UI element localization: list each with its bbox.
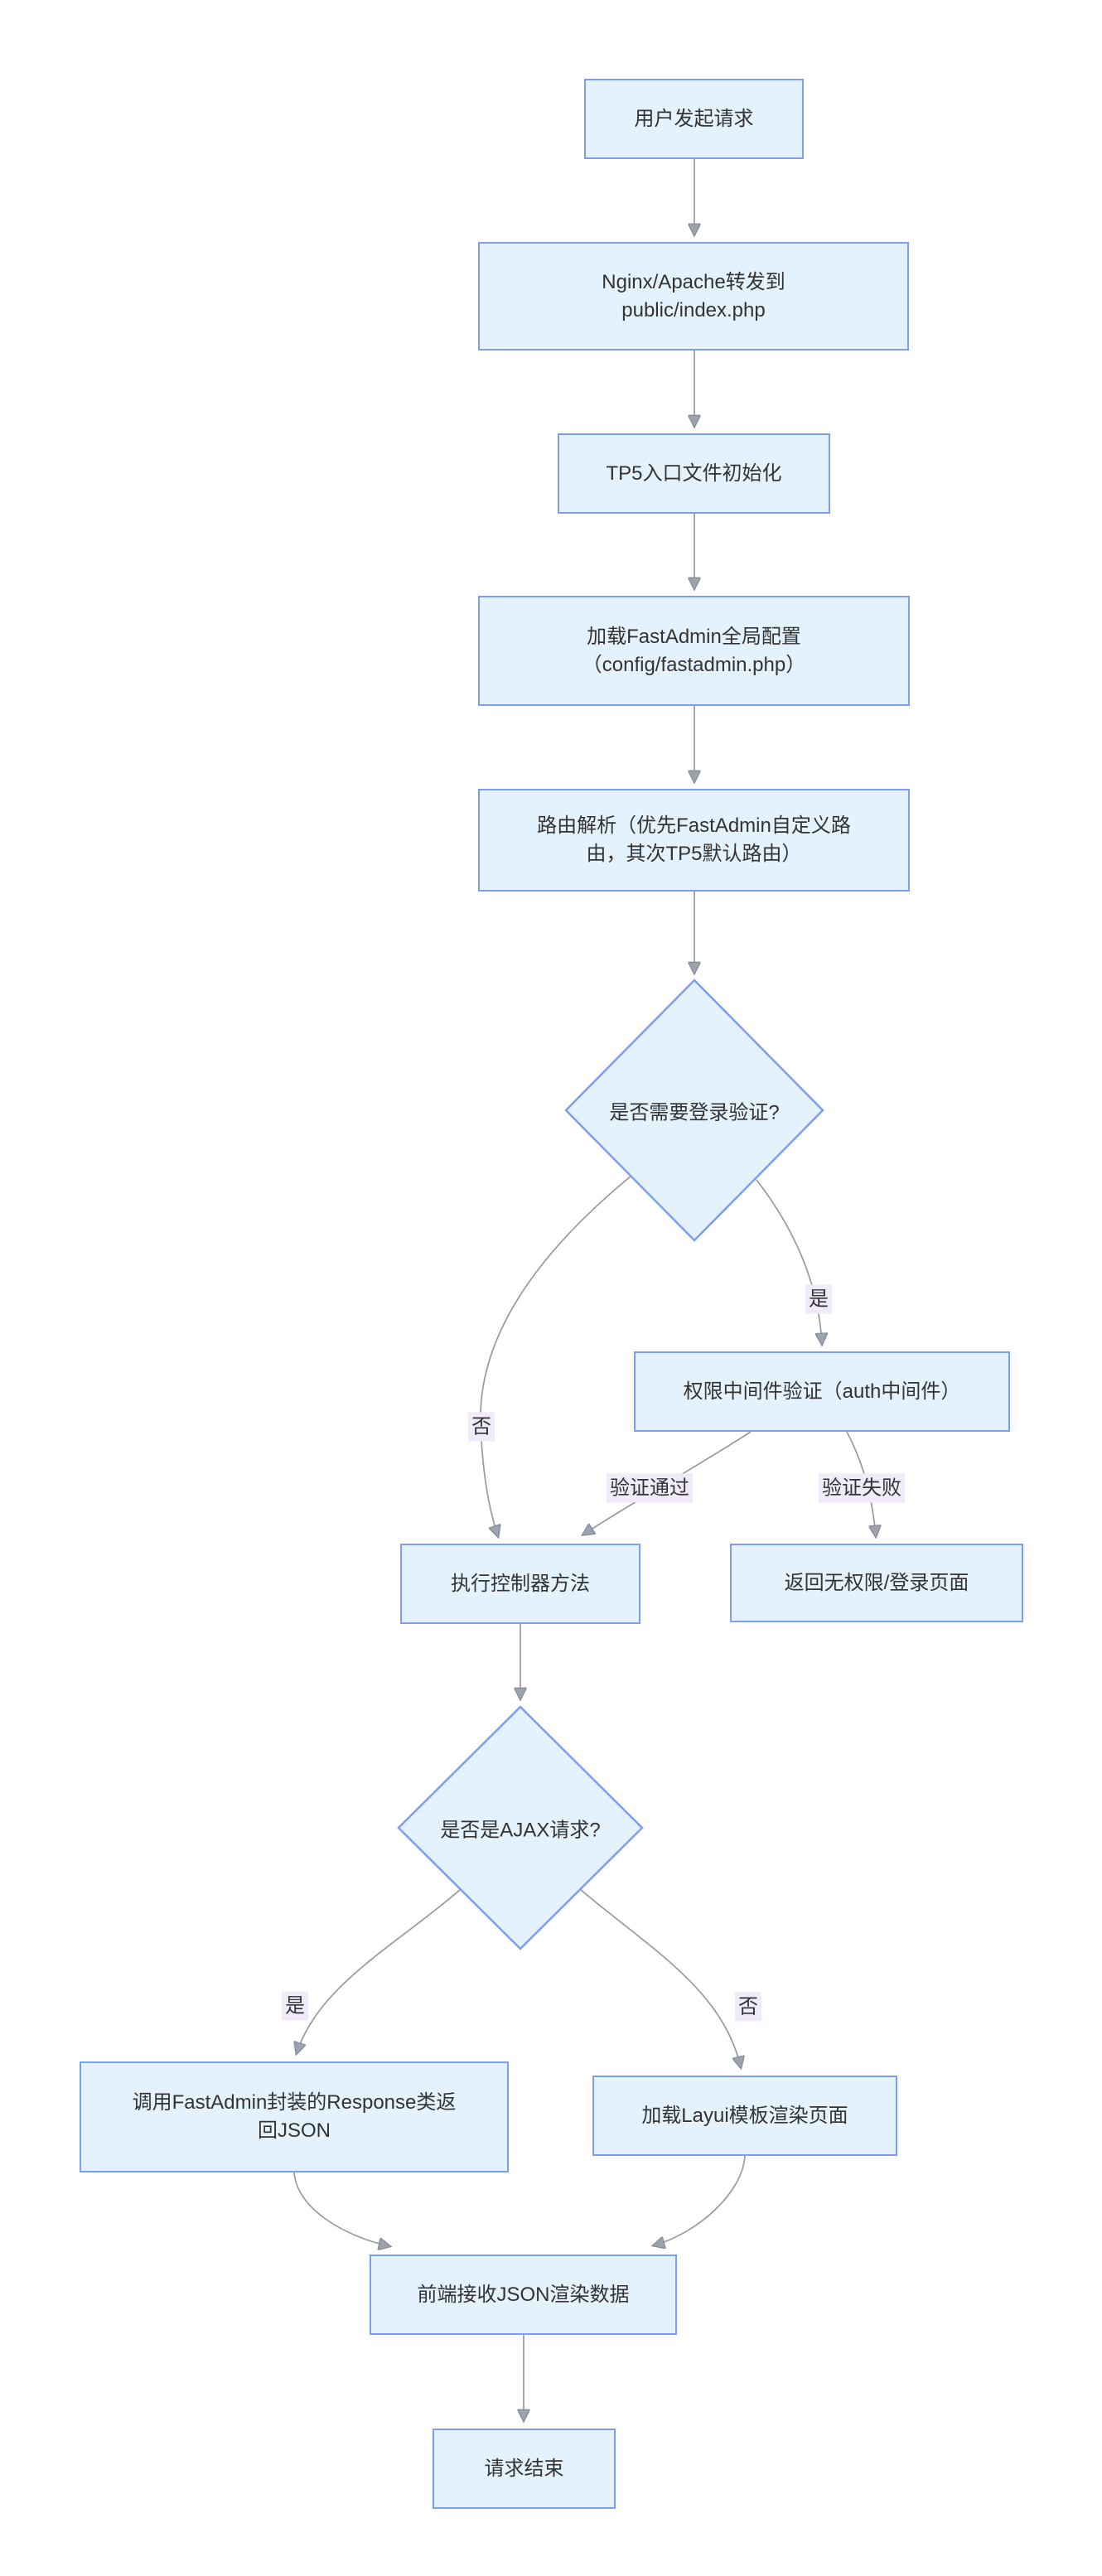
node-nginx-forward-label: Nginx/Apache转发到 public/index.php [602, 270, 785, 321]
edge-label-auth-pass: 验证通过 [607, 1473, 693, 1503]
node-return-login-page-label: 返回无权限/登录页面 [784, 1571, 969, 1594]
node-response-json: 调用FastAdmin封装的Response类返 回JSON [80, 2061, 509, 2172]
edge-logincheck-no [480, 1175, 632, 1536]
node-return-login-page: 返回无权限/登录页面 [730, 1544, 1023, 1622]
edge-logincheck-yes [756, 1179, 822, 1344]
edge-ajaxcheck-yes [297, 1888, 462, 2053]
decision-ajax-check-label: 是否是AJAX请求? [440, 1819, 601, 1842]
node-nginx-forward: Nginx/Apache转发到 public/index.php [478, 242, 909, 350]
node-layui-render: 加载Layui模板渲染页面 [592, 2076, 897, 2156]
node-route-parse: 路由解析（优先FastAdmin自定义路 由，其次TP5默认路由） [478, 789, 910, 892]
node-user-request-label: 用户发起请求 [634, 107, 754, 130]
node-exec-controller-label: 执行控制器方法 [451, 1572, 590, 1595]
decision-ajax-check-shape [397, 1705, 644, 1950]
edge-label-ajax-yes: 是 [282, 1991, 308, 2021]
node-response-json-label: 调用FastAdmin封装的Response类返 回JSON [132, 2091, 457, 2142]
node-layui-render-label: 加载Layui模板渲染页面 [641, 2104, 848, 2127]
node-load-config-label: 加载FastAdmin全局配置 （config/fastadmin.php） [582, 625, 806, 676]
node-frontend-render: 前端接收JSON渲染数据 [370, 2255, 677, 2335]
node-route-parse-label: 路由解析（优先FastAdmin自定义路 由，其次TP5默认路由） [537, 814, 851, 865]
node-tp5-init-label: TP5入口文件初始化 [606, 462, 782, 485]
node-tp5-init: TP5入口文件初始化 [558, 433, 830, 514]
node-user-request: 用户发起请求 [584, 79, 804, 159]
decision-login-check-shape [564, 979, 824, 1242]
node-frontend-render-label: 前端接收JSON渲染数据 [417, 2283, 630, 2306]
node-auth-middleware: 权限中间件验证（auth中间件） [634, 1351, 1010, 1432]
edge-json-to-frontend [293, 2172, 389, 2246]
decision-login-check-label: 是否需要登录验证? [609, 1101, 780, 1124]
edge-label-login-no: 否 [468, 1412, 495, 1442]
edge-label-login-yes: 是 [805, 1284, 832, 1314]
edge-label-ajax-no: 否 [735, 1992, 761, 2022]
node-request-end-label: 请求结束 [484, 2457, 564, 2480]
node-request-end: 请求结束 [433, 2429, 616, 2509]
node-exec-controller: 执行控制器方法 [400, 1544, 640, 1624]
edge-ajaxcheck-no [579, 1888, 741, 2067]
edge-layui-to-frontend [654, 2155, 746, 2245]
edge-label-auth-fail: 验证失败 [819, 1473, 905, 1503]
node-load-config: 加载FastAdmin全局配置 （config/fastadmin.php） [478, 596, 910, 706]
node-auth-middleware-label: 权限中间件验证（auth中间件） [683, 1380, 961, 1403]
